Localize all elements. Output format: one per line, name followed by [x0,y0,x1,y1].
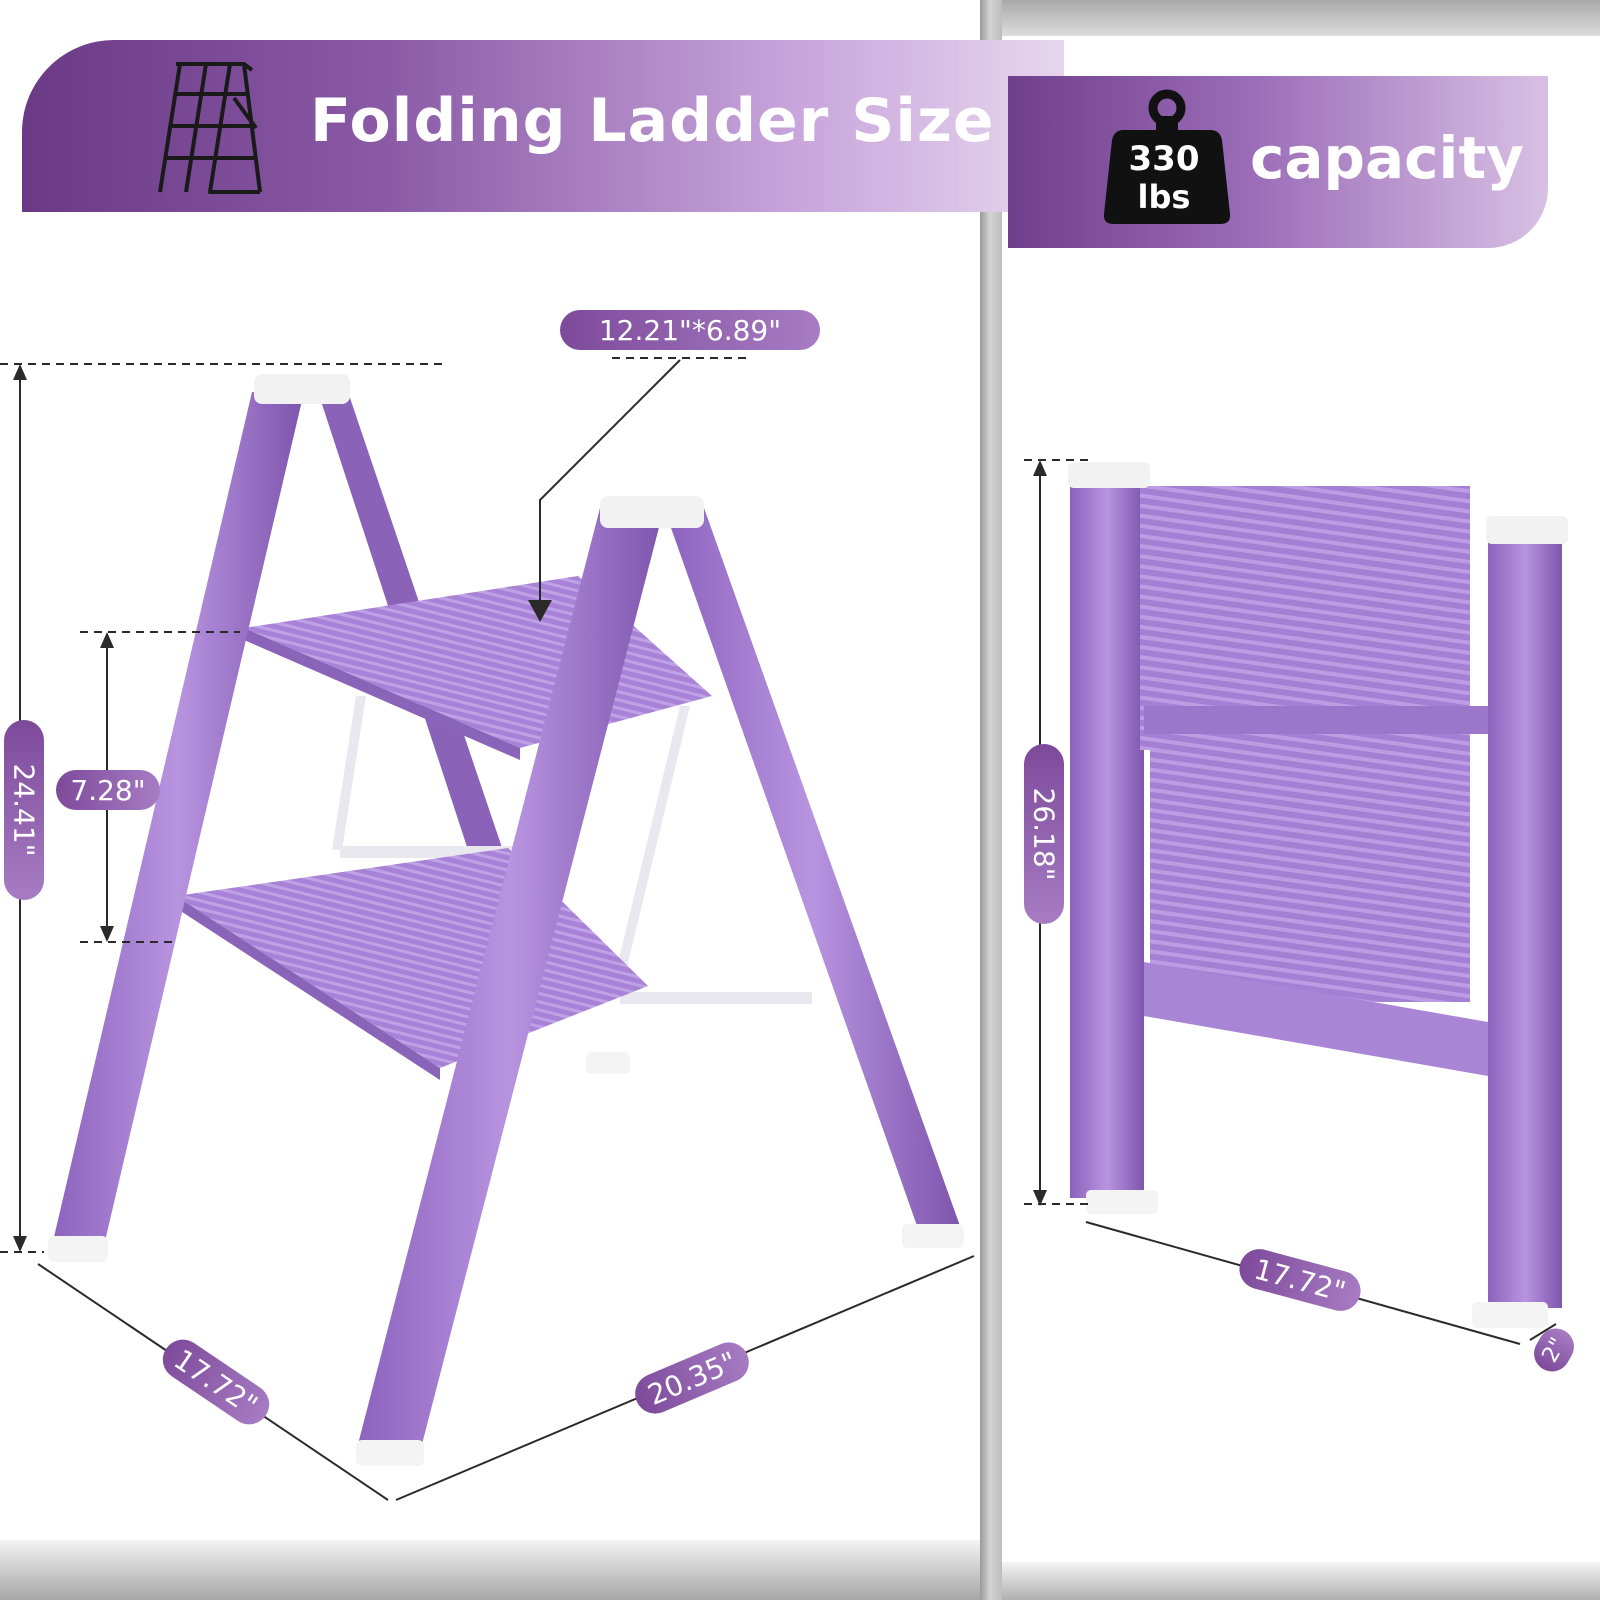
folded-base-bar [1144,962,1488,1076]
arrow-gap-top [100,632,114,648]
capacity-banner [1008,76,1548,248]
weight-text: 330 lbs [1108,140,1220,216]
step-size-label: 12.21"*6.89" [560,310,820,350]
arrow-folded-bottom [1033,1190,1047,1206]
arrow-height-bottom [13,1236,27,1252]
folded-cross-bar [1144,706,1488,734]
arrow-folded-top [1033,460,1047,476]
folded-cap-top-left [1068,462,1150,488]
foot-cap-3 [902,1224,964,1248]
foot-cap-2 [356,1440,424,1466]
folded-foot-left [1086,1190,1158,1214]
folded-cap-top-right [1486,516,1568,544]
folded-height-label-text: 26.18" [1027,787,1061,881]
front-leg-left [50,392,304,1254]
lower-step [176,848,648,1068]
capacity-label: capacity [1250,124,1524,192]
brace-rod-2 [332,696,366,850]
callout-leader [539,359,681,602]
lower-step-edge [176,896,440,1080]
folded-height-label: 26.18" [1024,744,1064,924]
front-leg-right [356,508,664,1452]
folded-rail-left [1070,472,1144,1198]
foot-cap-4 [586,1052,630,1074]
upper-step-edge [244,628,520,760]
height-label: 24.41" [4,720,44,900]
floor-shade-right [1002,1562,1600,1600]
weight-icon [1103,89,1231,224]
foot-cap-1 [48,1236,108,1262]
arrow-height-top [13,364,27,380]
capacity-value: 330 [1128,139,1200,179]
panel-divider [980,0,1002,1600]
rear-leg-right [664,508,960,1240]
height-label-text: 24.41" [7,763,41,857]
folding-ladder-icon [158,62,262,194]
step-spacing-label: 7.28" [56,770,160,810]
brace-rod [610,706,690,996]
folded-rail-right [1488,526,1562,1308]
folded-lower-step [1150,742,1470,1002]
top-cap-left [254,374,350,404]
capacity-unit: lbs [1137,178,1191,216]
arrow-callout [528,600,552,622]
arrow-gap-bottom [100,926,114,942]
top-cap-right [600,496,704,528]
floor-shade-left [0,1540,980,1600]
folded-foot-right [1472,1302,1548,1328]
brace-bar-lower [620,992,812,1004]
top-shade [1002,0,1600,36]
page-title: Folding Ladder Size [310,86,995,156]
